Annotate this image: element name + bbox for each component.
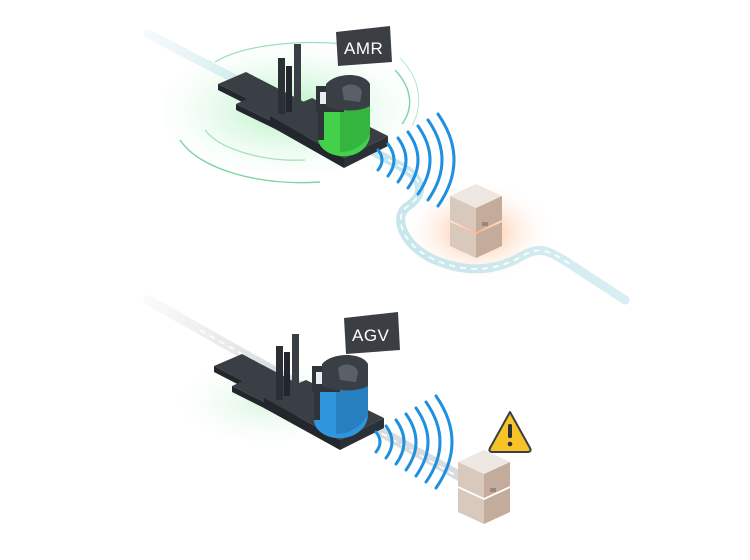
agv-scene: AGV: [143, 295, 532, 524]
amr-robot: [218, 44, 388, 168]
agv-path-centerline: [199, 329, 461, 479]
agv-side-panel: [314, 392, 320, 420]
agv-tag-background: [344, 312, 400, 354]
amr-mast-mid: [286, 66, 292, 112]
agv-seat: [338, 364, 358, 382]
amr-body-green-highlight: [340, 106, 370, 152]
agv-label-text: AGV: [352, 326, 390, 345]
agv-body-blue-shade: [336, 386, 368, 434]
amr-mast-right: [294, 44, 301, 106]
amr-label-tag: AMR: [336, 26, 392, 66]
amr-radar-arc-left-inner: [204, 129, 306, 161]
amr-tag-background: [336, 26, 392, 66]
agv-label-tag: AGV: [344, 312, 400, 354]
agv-base-plate-front: [340, 418, 384, 450]
agv-sensor-waves: [374, 394, 454, 490]
agv-robot: [214, 334, 384, 450]
amr-sensor-waves: [376, 112, 456, 208]
agv-mast-mid: [284, 352, 290, 396]
amr-mast-left: [278, 58, 285, 114]
agv-base-plate-side: [264, 398, 340, 450]
amr-label-text: AMR: [344, 39, 383, 58]
agv-mast-left: [276, 346, 283, 400]
amr-path-centerline: [329, 127, 571, 270]
amr-side-panel: [318, 112, 324, 140]
amr-console-screen: [320, 92, 330, 104]
agv-console-screen: [316, 372, 326, 384]
amr-scene: AMR: [140, 26, 630, 305]
amr-radar-arc-right: [394, 69, 411, 125]
agv-mast-right: [292, 334, 299, 392]
amr-base-plate-side: [270, 116, 344, 168]
agv-package-stack: [458, 450, 510, 524]
amr-base-plate-front: [344, 136, 388, 168]
amr-package-stack: [450, 184, 502, 258]
amr-radar-arc-top: [214, 41, 346, 63]
amr-radar-arc-right-outer: [399, 57, 420, 127]
amr-seat: [342, 84, 362, 102]
amr-radar-arc-left: [179, 139, 321, 184]
warning-triangle-icon: [488, 411, 532, 453]
